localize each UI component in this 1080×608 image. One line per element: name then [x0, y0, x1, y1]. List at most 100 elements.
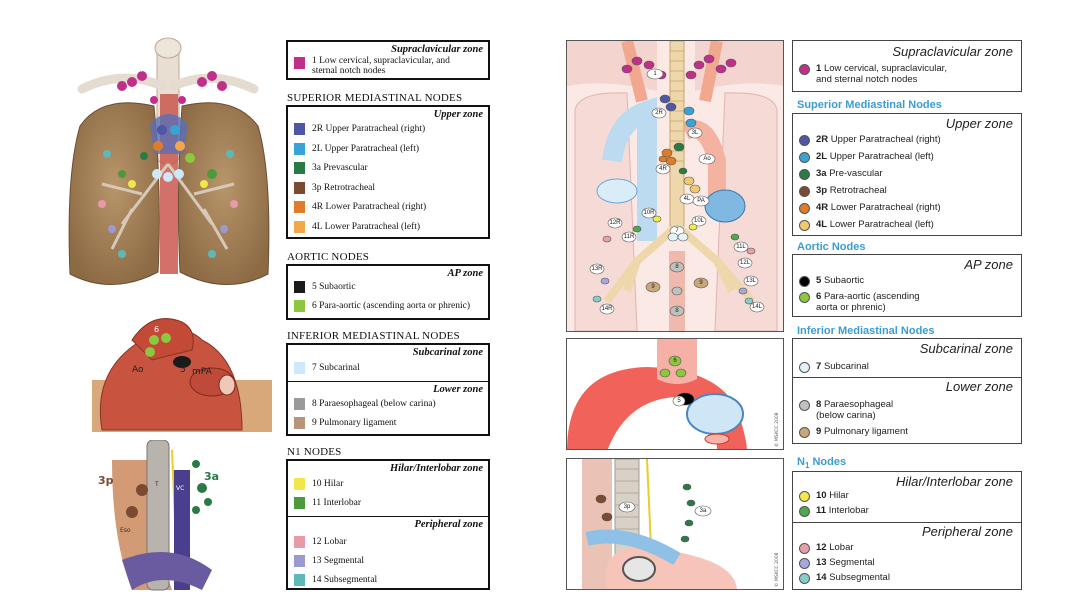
legend-row-10: 10 Hilar — [799, 490, 1017, 502]
right-ap-zone: AP zone — [964, 257, 1013, 272]
right-superior-box: Upper zone 2R Upper Paratracheal (right)… — [792, 113, 1022, 236]
swatch-4l — [294, 220, 305, 233]
lymph-node — [677, 232, 689, 242]
node-label-1: 1 — [653, 71, 657, 77]
node-label-10l: 10L — [694, 218, 705, 224]
lymph-node-3p — [618, 501, 636, 513]
lymph-node — [738, 287, 748, 295]
left-inferior-box: Subcarinal zone 7 Subcarinal Lower zone … — [286, 343, 490, 436]
lung-nodes — [98, 71, 238, 258]
lateral-copyright: © MSKCC 2008 — [773, 552, 780, 587]
lymph-node — [715, 64, 727, 74]
swatch-11 — [294, 497, 305, 509]
lymph-node-10r — [641, 207, 657, 219]
lymph-node — [683, 106, 695, 116]
left-subcarinal-zone: Subcarinal zone — [412, 347, 483, 358]
side-illustration: 3p 3a T VC Eso — [92, 440, 272, 600]
label-1r: 1R — [134, 67, 142, 74]
lymph-node-12r — [607, 217, 623, 229]
swatch-4r — [294, 201, 305, 213]
lymph-node — [686, 499, 696, 507]
legend-row-12: 12 Lobar — [799, 542, 1017, 554]
aorta-diagram: 65 © MSKCC 2008 — [567, 339, 783, 449]
swatch-14 — [294, 574, 305, 586]
swatch-1 — [294, 57, 305, 69]
lymph-node — [725, 58, 737, 68]
heart-label-ao: Ao — [132, 365, 144, 375]
right-subcarinal-zone: Subcarinal zone — [919, 341, 1013, 356]
node-label-9: 9 — [699, 280, 703, 286]
swatch-6 — [294, 300, 305, 312]
lymph-node-8 — [669, 261, 685, 273]
lymph-node-14r — [599, 303, 615, 315]
left-hilar-zone: Hilar/Interlobar zone — [389, 463, 483, 474]
right-n1-heading: N1 Nodes — [797, 456, 847, 471]
node-label-8: 8 — [675, 264, 679, 270]
legend-row-3p: 3p Retrotracheal — [799, 185, 1017, 197]
lymph-node — [703, 54, 715, 64]
legend-row-3a: 3a Pre-vascular — [799, 168, 1017, 180]
right-supraclavicular-zone: Supraclavicular zone — [892, 44, 1013, 59]
lymph-node-pa — [692, 195, 710, 207]
left-supraclavicular-box: Supraclavicular zone 1 Low cervical, sup… — [286, 40, 490, 80]
legend-row-3a: 3a Prevascular — [294, 161, 484, 175]
left-lower-zone: Lower zone — [433, 384, 483, 395]
lymph-node-13l — [743, 275, 759, 287]
legend-row-7: 7 Subcarinal — [799, 361, 1017, 373]
lymph-node — [744, 297, 754, 305]
dot-7 — [799, 362, 810, 373]
heart-label-5: 5 — [180, 365, 186, 375]
node-label-13l: 13L — [746, 278, 757, 284]
node-label-11r: 11R — [624, 234, 635, 240]
node-label-4r: 4R — [659, 166, 667, 172]
lymph-node — [683, 176, 695, 186]
left-n1-divider — [288, 516, 488, 517]
dot-13 — [799, 558, 810, 569]
legend-row-2r: 2R Upper Paratracheal (right) — [294, 122, 484, 136]
legend-row-13: 13 Segmental — [799, 557, 1017, 569]
right-upper-zone: Upper zone — [945, 116, 1013, 131]
lymph-node — [632, 225, 642, 233]
lymph-node — [688, 223, 698, 231]
lymph-node — [671, 286, 683, 296]
lymph-node-9 — [693, 277, 709, 289]
right-peripheral-zone: Peripheral zone — [921, 524, 1013, 539]
left-inferior-heading: INFERIOR MEDIASTINAL NODES — [287, 330, 460, 342]
legend-row-9: 9 Pulmonary ligament — [294, 416, 484, 430]
dot-10 — [799, 491, 810, 502]
dot-8 — [799, 400, 810, 411]
left-superior-heading: SUPERIOR MEDIASTINAL NODES — [287, 92, 463, 104]
lymph-node — [684, 519, 694, 527]
lymph-node — [665, 102, 677, 112]
node-label-14l: 14L — [752, 304, 763, 310]
legend-row-3p: 3p Retrotracheal — [294, 181, 484, 195]
node-label-7: 7 — [675, 228, 679, 234]
dot-5 — [799, 276, 810, 287]
lymph-node — [685, 118, 697, 128]
legend-row-8: 8 Paraesophageal(below carina) — [799, 399, 1017, 421]
lymph-node — [661, 148, 673, 158]
side-label-t: T — [154, 481, 159, 488]
legend-row-8: 8 Paraesophageal (below carina) — [294, 397, 484, 411]
lymph-node-8 — [669, 305, 685, 317]
lymph-node — [730, 233, 740, 241]
lymph-node-9 — [645, 281, 661, 293]
dot-6 — [799, 292, 810, 303]
legend-row-11: 11 Interlobar — [799, 505, 1017, 517]
heart-label-mpa: mPA — [192, 367, 213, 377]
left-ap-zone: AP zone — [447, 268, 484, 279]
lymph-node-1 — [646, 68, 664, 80]
lymph-node — [595, 494, 607, 504]
legend-row-5: 5 Subaortic — [294, 280, 484, 294]
right-n1-divider — [793, 522, 1021, 523]
legend-row-14: 14 Subsegmental — [294, 573, 484, 587]
legend-row-4l: 4L Lower Paratracheal (left) — [799, 219, 1017, 231]
lymph-node-10l — [691, 215, 707, 227]
node-label-10r: 10R — [643, 210, 655, 216]
dot-14 — [799, 573, 810, 584]
